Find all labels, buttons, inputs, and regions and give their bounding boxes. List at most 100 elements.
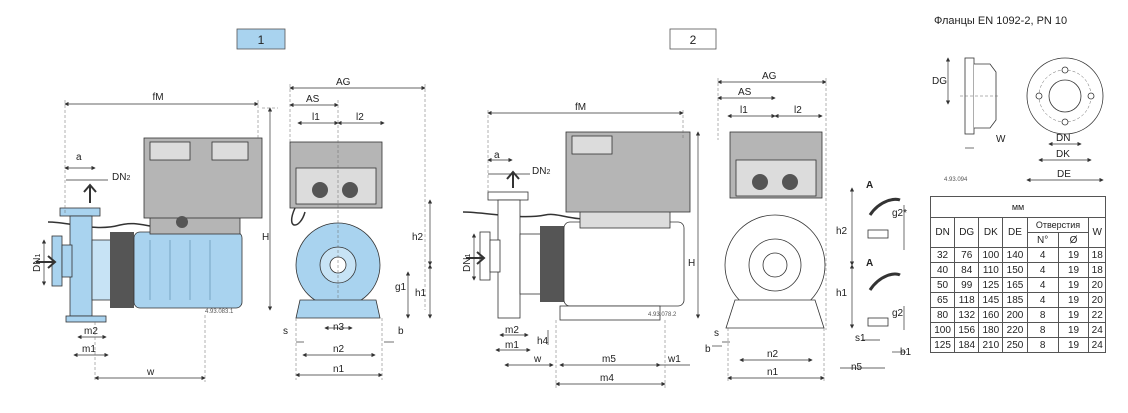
table-cell: 19 [1057, 292, 1090, 308]
figure-2-front-view: AG AS l1 l2 h2 h1 A A g2* g2 s1 b1 n5 b … [705, 71, 912, 382]
label-n5: n5 [851, 362, 863, 373]
label-h2-2: h2 [836, 226, 848, 237]
pump-casing [69, 215, 93, 317]
table-cell: 185 [1002, 292, 1028, 308]
figure-1-tab [236, 28, 286, 50]
table-cell: 220 [1002, 322, 1028, 338]
label-m2-2: m2 [505, 325, 519, 336]
table-cell: 8 [1026, 337, 1059, 353]
label-l2-1: l2 [356, 112, 364, 123]
label-b1: b1 [900, 347, 912, 358]
label-s-2: s [714, 328, 719, 339]
inlet-pipe [61, 244, 73, 278]
figure-1-side-view: 1 4.93.083.1 fM H [32, 28, 286, 382]
pump-casing-2 [497, 199, 521, 319]
label-DN2-1: DN2 [112, 172, 130, 183]
label-DN1-2: DN1 [462, 254, 473, 272]
discharge-arrow [83, 183, 97, 203]
label-DN1-1: DN1 [32, 254, 43, 272]
table-cell: 19 [1057, 247, 1090, 263]
label-m4-2: m4 [600, 373, 614, 384]
label-DE: DE [1057, 169, 1071, 180]
label-A-top: A [866, 180, 873, 191]
table-cell: 150 [1002, 262, 1028, 278]
figure-1-front-view: AG AS l1 l2 h2 h1 g1 s n3 n2 n1 b [283, 77, 433, 380]
col-header-DK: DK [978, 217, 1004, 248]
table-cell: 180 [978, 322, 1004, 338]
col-header-DE: DE [1002, 217, 1028, 248]
label-h1-2: h1 [836, 288, 848, 299]
table-cell: 99 [954, 277, 980, 293]
label-n3-1: n3 [333, 322, 345, 333]
table-unit: мм [930, 196, 1106, 218]
col-subheader-diameter: Ø [1057, 232, 1090, 248]
table-cell: 20 [1088, 292, 1106, 308]
label-n1-1: n1 [333, 364, 345, 375]
table-cell: 118 [954, 292, 980, 308]
label-AG-1: AG [336, 77, 351, 88]
drawing-code-1: 4.93.083.1 [205, 309, 234, 315]
label-h1-1: h1 [415, 288, 427, 299]
label-l1-1: l1 [312, 112, 320, 123]
table-cell: 24 [1088, 337, 1106, 353]
label-g1-1: g1 [395, 282, 407, 293]
table-cell: 184 [954, 337, 980, 353]
front-base-1 [295, 299, 381, 319]
table-cell: 125 [929, 337, 956, 353]
table-cell: 110 [978, 262, 1004, 278]
label-h4-2: h4 [537, 336, 549, 347]
table-cell: 8 [1026, 322, 1059, 338]
table-cell: 20 [1088, 277, 1106, 293]
flange-title: Фланцы EN 1092-2, PN 10 [934, 15, 1067, 27]
label-fM-1: fM [152, 92, 163, 103]
table-cell: 19 [1057, 262, 1090, 278]
fan-cover [110, 232, 134, 308]
label-H-2: H [688, 258, 695, 269]
table-cell: 84 [954, 262, 980, 278]
col-subheader-count: N° [1026, 232, 1059, 248]
table-cell: 76 [954, 247, 980, 263]
label-g2star: g2* [892, 208, 907, 219]
table-cell: 160 [978, 307, 1004, 323]
table-cell: 4 [1026, 292, 1059, 308]
flange-detail: Фланцы EN 1092-2, PN 10 DG W DN DK DE 4.… [932, 15, 1104, 183]
label-w-2: w [533, 354, 542, 365]
label-b-1: b [398, 326, 404, 337]
label-n1-2: n1 [767, 367, 779, 378]
figure-2-number: 2 [690, 33, 697, 47]
label-DK: DK [1056, 149, 1070, 160]
table-cell: 19 [1057, 277, 1090, 293]
table-cell: 18 [1088, 262, 1106, 278]
outlet-flange-2 [487, 191, 529, 201]
figure-2-side-view: 2 4.93.078.2 fM H a DN2 DN1 h4 m2 m1 [462, 28, 717, 388]
label-w1-2: w1 [667, 354, 681, 365]
label-w-1: w [146, 367, 155, 378]
table-cell: 18 [1088, 247, 1106, 263]
table-cell: 4 [1026, 247, 1059, 263]
label-A-bottom: A [866, 258, 873, 269]
table-cell: 140 [1002, 247, 1028, 263]
table-cell: 100 [978, 247, 1004, 263]
table-cell: 8 [1026, 307, 1059, 323]
label-m1-2: m1 [505, 340, 519, 351]
label-g2: g2 [892, 308, 904, 319]
table-cell: 250 [1002, 337, 1028, 353]
table-cell: 125 [978, 277, 1004, 293]
figure-1-number: 1 [258, 33, 265, 47]
table-cell: 80 [929, 307, 956, 323]
label-H-1: H [262, 232, 269, 243]
table-cell: 32 [929, 247, 956, 263]
label-h2-1: h2 [412, 232, 424, 243]
table-cell: 50 [929, 277, 956, 293]
table-cell: 200 [1002, 307, 1028, 323]
figure-2-tab [669, 28, 717, 50]
drawing-code-2: 4.93.078.2 [648, 312, 677, 318]
table-cell: 165 [1002, 277, 1028, 293]
